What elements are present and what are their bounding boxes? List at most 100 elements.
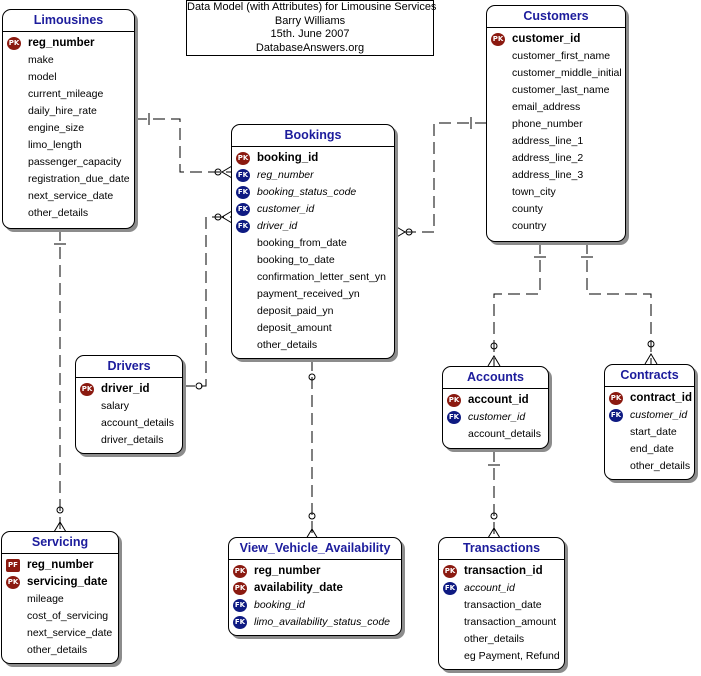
attribute-name: transaction_amount: [464, 616, 557, 628]
pk-key-icon: PK: [233, 565, 247, 578]
attribute-name: passenger_capacity: [28, 156, 122, 168]
attribute-name: address_line_2: [512, 152, 584, 164]
attribute-name: other_details: [464, 633, 525, 645]
crows-foot-icon: [221, 210, 233, 224]
entity-title: Limousines: [3, 10, 134, 32]
entity-title: Bookings: [232, 125, 394, 147]
attribute-row: start_date: [605, 424, 694, 441]
entity-title: Servicing: [2, 532, 118, 554]
attribute-row: other_details: [3, 205, 134, 222]
attribute-row: booking_from_date: [232, 235, 394, 252]
optional-circle-icon: [214, 213, 222, 221]
attribute-name: customer_id: [257, 203, 315, 215]
attribute-name: eg Payment, Refund: [464, 650, 560, 662]
fk-key-icon: FK: [609, 409, 623, 422]
attribute-name: other_details: [257, 339, 318, 351]
attribute-name: reg_number: [254, 565, 321, 577]
attribute-row: county: [487, 201, 625, 218]
crows-foot-icon: [487, 527, 501, 539]
attribute-name: driver_id: [101, 383, 150, 395]
optional-circle-icon: [308, 512, 316, 520]
attribute-row: eg Payment, Refund: [439, 648, 564, 665]
attribute-name: customer_last_name: [512, 84, 610, 96]
optional-circle-icon: [56, 506, 64, 514]
attribute-row: PK driver_id: [76, 381, 182, 398]
fk-key-icon: FK: [233, 616, 247, 629]
attribute-name: current_mileage: [28, 88, 104, 100]
rel-customers-accounts: [493, 242, 541, 366]
attribute-name: limo_length: [28, 139, 82, 151]
attribute-name: customer_middle_initial: [512, 67, 622, 79]
attribute-row: salary: [76, 398, 182, 415]
diagram-title-box: Data Model (with Attributes) for Limousi…: [186, 0, 437, 56]
attribute-name: driver_details: [101, 434, 164, 446]
fk-key-icon: FK: [443, 582, 457, 595]
attribute-name: account_details: [101, 417, 174, 429]
fk-key-icon: FK: [233, 599, 247, 612]
pf-key-icon: PF: [6, 559, 20, 572]
attribute-name: address_line_1: [512, 135, 584, 147]
rel-drivers-bookings: [183, 216, 232, 387]
crows-foot-icon: [305, 528, 319, 540]
attribute-name: customer_id: [512, 33, 581, 45]
attribute-row: registration_due_date: [3, 171, 134, 188]
pk-key-icon: PK: [6, 576, 20, 589]
attribute-row: PK reg_number: [229, 563, 401, 580]
attribute-name: deposit_amount: [257, 322, 332, 334]
attribute-name: transaction_id: [464, 565, 543, 577]
attribute-row: limo_length: [3, 137, 134, 154]
attribute-name: email_address: [512, 101, 581, 113]
crows-foot-icon: [394, 225, 406, 239]
entity-title: View_Vehicle_Availability: [229, 538, 401, 560]
attribute-row: payment_received_yn: [232, 286, 394, 303]
attribute-row: next_service_date: [2, 625, 118, 642]
rel-customers-bookings: [395, 122, 487, 233]
attribute-row: other_details: [605, 458, 694, 475]
attribute-row: driver_details: [76, 432, 182, 449]
attribute-name: reg_number: [27, 559, 94, 571]
optional-circle-icon: [195, 382, 203, 390]
attribute-name: other_details: [27, 644, 88, 656]
attribute-name: cost_of_servicing: [27, 610, 109, 622]
attribute-row: deposit_amount: [232, 320, 394, 337]
attribute-row: current_mileage: [3, 86, 134, 103]
attribute-row: address_line_1: [487, 133, 625, 150]
entity-title: Customers: [487, 6, 625, 28]
attribute-name: address_line_3: [512, 169, 584, 181]
diagram-title: Data Model (with Attributes) for Limousi…: [187, 1, 437, 13]
entity-title: Accounts: [443, 367, 548, 389]
attribute-row: other_details: [232, 337, 394, 354]
pk-key-icon: PK: [80, 383, 94, 396]
rel-limousines-bookings: [135, 118, 232, 173]
attribute-name: account_id: [464, 582, 515, 594]
date: 15th. June 2007: [270, 28, 350, 40]
attribute-name: confirmation_letter_sent_yn: [257, 271, 386, 283]
entity-title: Contracts: [605, 365, 694, 387]
attribute-name: country: [512, 220, 547, 232]
attribute-name: account_id: [468, 394, 529, 406]
fk-key-icon: FK: [236, 186, 250, 199]
author: Barry Williams: [274, 14, 346, 27]
